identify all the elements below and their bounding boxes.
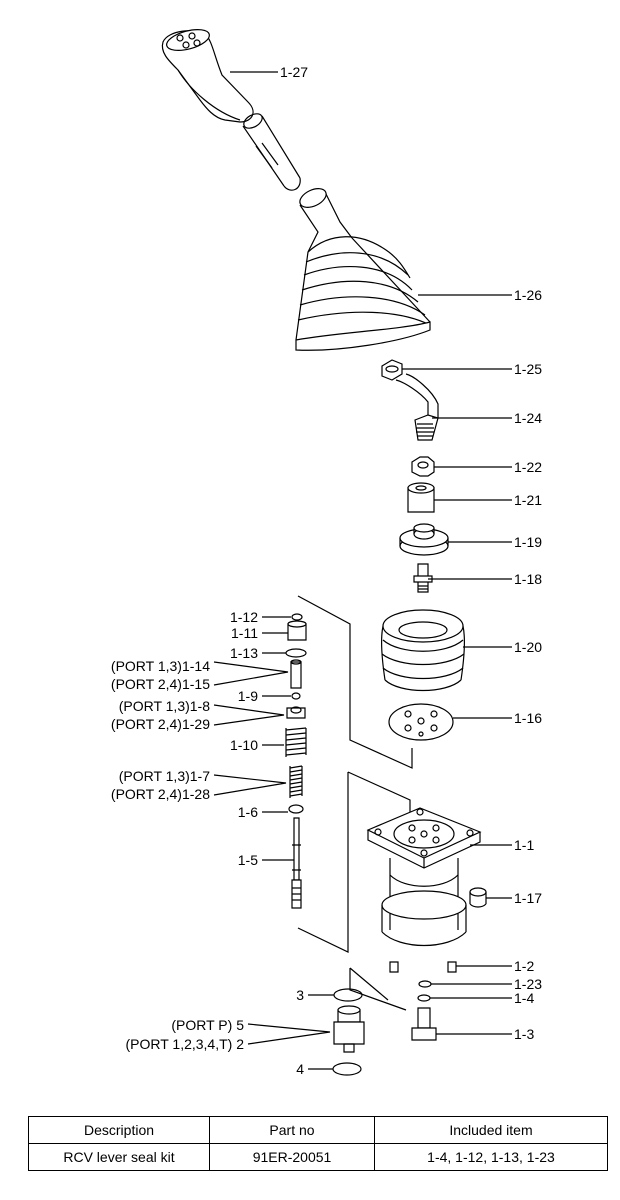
label-1-8: (PORT 1,3)1-8 — [118, 698, 210, 714]
fitting-5-2 — [333, 1005, 365, 1053]
label-1-15: (PORT 2,4)1-15 — [110, 676, 210, 692]
lever-rod — [395, 373, 439, 441]
label-port-p-5: (PORT P) 5 — [171, 1017, 244, 1033]
label-1-5: 1-5 — [237, 852, 258, 868]
disc-plate-1-19 — [399, 523, 449, 556]
label-1-25: 1-25 — [514, 361, 543, 377]
header-part-no: Part no — [209, 1116, 375, 1144]
plug-1-17 — [469, 887, 487, 908]
label-1-14: (PORT 1,3)1-14 — [110, 658, 210, 674]
label-1-2: 1-2 — [514, 958, 535, 974]
header-description: Description — [28, 1116, 210, 1144]
housing-boot-1-20 — [380, 609, 466, 692]
label-1-11: 1-11 — [231, 625, 258, 641]
label-1-3: 1-3 — [514, 1026, 535, 1042]
coupling-1-21 — [407, 482, 435, 513]
rubber-boot — [295, 188, 431, 351]
knob-grip — [161, 29, 254, 123]
bolt-1-18 — [413, 563, 433, 593]
o-ring-4 — [332, 1062, 362, 1076]
label-1-4: 1-4 — [514, 990, 535, 1006]
label-1-17: 1-17 — [514, 890, 543, 906]
label-1-7: (PORT 1,3)1-7 — [118, 768, 210, 784]
label-1-13: 1-13 — [229, 645, 258, 661]
lever-tube — [242, 113, 301, 191]
nut-1-22 — [411, 456, 435, 477]
label-1-12: 1-12 — [229, 609, 258, 625]
label-1-10: 1-10 — [229, 737, 258, 753]
cell-part-no: 91ER-20051 — [209, 1143, 375, 1171]
spring-seat-1-8 — [286, 706, 306, 719]
label-1-26: 1-26 — [514, 287, 543, 303]
label-1-27: 1-27 — [280, 64, 309, 80]
label-1-9: 1-9 — [237, 688, 258, 704]
spring-1-10 — [285, 727, 307, 757]
table-row: RCV lever seal kit 91ER-20051 1-4, 1-12,… — [28, 1143, 608, 1171]
push-rod-1-5 — [291, 817, 302, 909]
washer-1-9 — [291, 692, 301, 700]
o-ring-1-13 — [285, 648, 307, 658]
label-3: 3 — [296, 987, 304, 1003]
seal-kit-table: Description Part no Included item RCV le… — [28, 1116, 608, 1171]
plate-1-16 — [388, 703, 454, 741]
nut-1-25 — [381, 359, 403, 381]
label-1-18: 1-18 — [514, 571, 543, 587]
label-1-29: (PORT 2,4)1-29 — [110, 716, 210, 732]
label-1-19: 1-19 — [514, 534, 543, 550]
label-1-21: 1-21 — [514, 492, 543, 508]
set-screws-1-2 — [389, 961, 457, 973]
cell-included-item: 1-4, 1-12, 1-13, 1-23 — [374, 1143, 608, 1171]
cell-description: RCV lever seal kit — [28, 1143, 210, 1171]
o-ring-1-23 — [418, 980, 432, 988]
plug-1-11 — [287, 620, 307, 641]
label-1-20: 1-20 — [514, 639, 543, 655]
table-header-row: Description Part no Included item — [28, 1116, 608, 1144]
spring-1-7 — [289, 765, 303, 798]
spool-1-14 — [290, 659, 302, 689]
label-port-2: (PORT 1,2,3,4,T) 2 — [125, 1036, 244, 1052]
o-ring-3 — [333, 988, 363, 1002]
label-1-23: 1-23 — [514, 976, 543, 992]
label-1-22: 1-22 — [514, 459, 543, 475]
label-1-6: 1-6 — [237, 804, 258, 820]
label-1-1: 1-1 — [514, 837, 535, 853]
plug-1-3 — [411, 1007, 437, 1041]
valve-body-1-1 — [366, 807, 482, 947]
label-1-28: (PORT 2,4)1-28 — [110, 786, 210, 802]
o-ring-1-12 — [291, 613, 303, 621]
header-included-item: Included item — [374, 1116, 608, 1144]
label-1-16: 1-16 — [514, 710, 543, 726]
o-ring-1-4 — [417, 994, 431, 1002]
exploded-parts-diagram — [161, 29, 512, 1076]
label-4: 4 — [296, 1061, 304, 1077]
label-1-24: 1-24 — [514, 410, 543, 426]
washer-1-6 — [288, 804, 304, 814]
